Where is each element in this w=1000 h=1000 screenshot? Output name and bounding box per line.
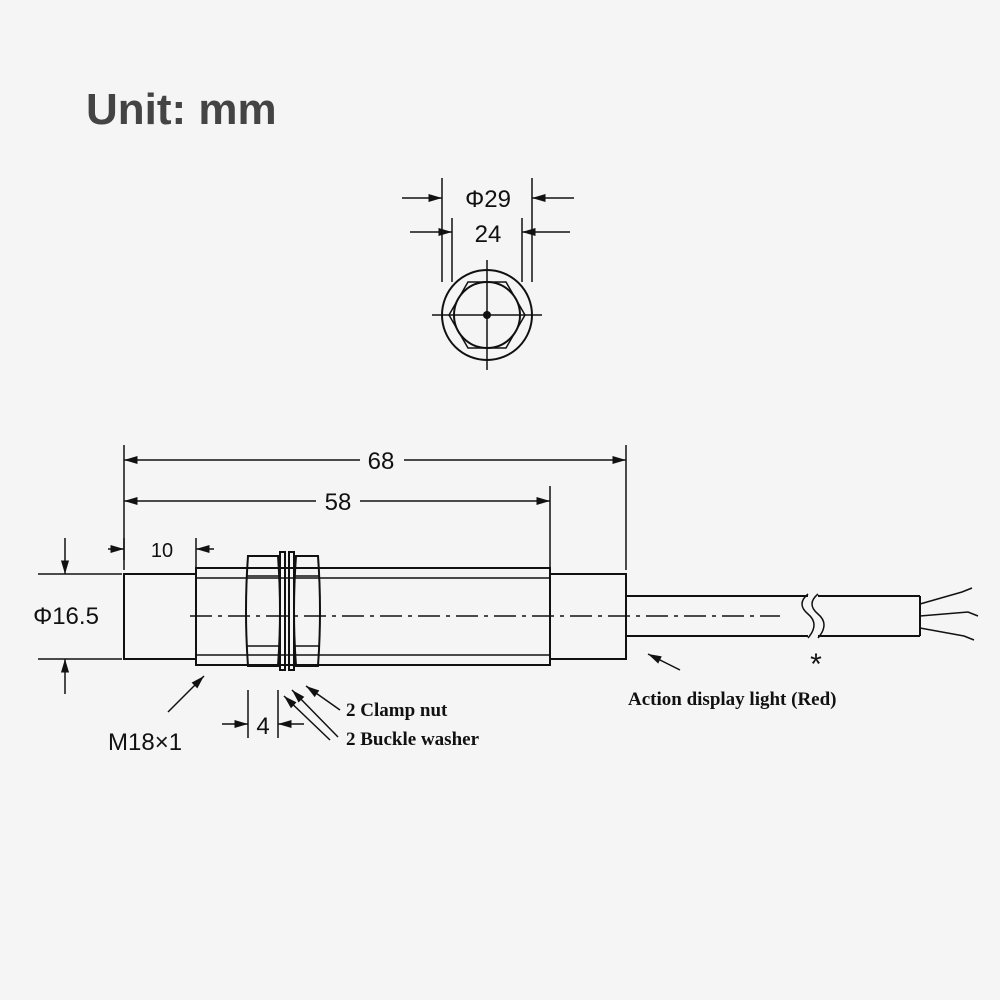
body-diameter-label: Φ16.5 <box>33 603 99 630</box>
buckle-washer-1 <box>279 551 286 671</box>
clamp-nut-label: 2 Clamp nut <box>346 700 448 721</box>
center-mark <box>483 311 491 319</box>
thread-leader <box>167 675 205 713</box>
sensor-front-cap <box>123 573 197 660</box>
side-view: 68 58 10 Φ16.5 <box>33 445 979 756</box>
light-leader <box>647 653 681 671</box>
clamp-nut-1 <box>245 555 281 667</box>
washer-leader-2 <box>283 695 331 741</box>
across-flats-label: 24 <box>475 221 502 248</box>
action-light-label: Action display light (Red) <box>628 689 837 710</box>
clamp-nut-2 <box>293 555 321 667</box>
buckle-washer-label: 2 Buckle washer <box>346 729 480 750</box>
thread-length-label: 58 <box>325 489 352 516</box>
outer-diameter-label: Φ29 <box>465 186 511 213</box>
clamp-nut-leader <box>305 685 341 711</box>
end-view: Φ29 24 <box>402 178 574 370</box>
washer-leader-1 <box>291 689 339 738</box>
front-length-label: 10 <box>151 540 173 562</box>
overall-length-label: 68 <box>368 448 395 475</box>
unit-title: Unit: mm <box>86 85 277 134</box>
thread-spec-label: M18×1 <box>108 729 182 756</box>
nut-thickness-label: 4 <box>256 713 269 740</box>
cable-wires <box>919 587 979 641</box>
cable-mark: * <box>810 648 822 681</box>
